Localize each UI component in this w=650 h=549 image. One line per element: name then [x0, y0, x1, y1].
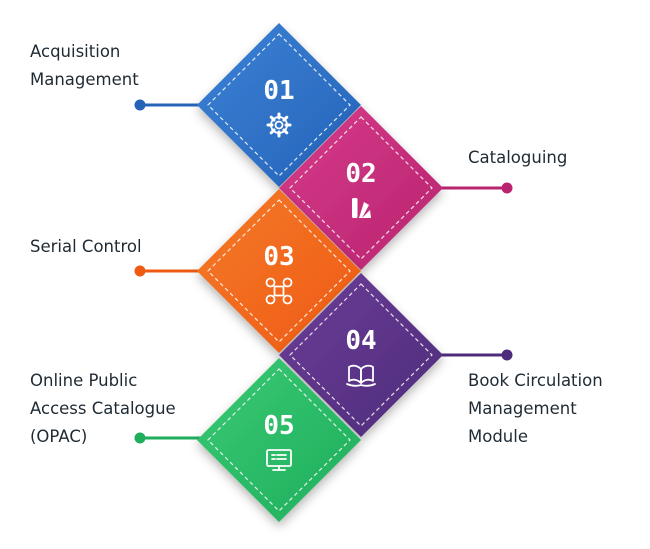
gear-icon — [266, 112, 292, 138]
swatch-icon — [352, 198, 371, 218]
step-diamond-01: 01 — [197, 23, 361, 187]
connector-dot — [501, 349, 513, 361]
connector-01 — [134, 99, 205, 111]
step-number: 02 — [345, 159, 376, 189]
monitor-icon — [266, 449, 292, 471]
connector-dot — [134, 265, 146, 277]
connector-03 — [134, 265, 205, 277]
step-diamond-05: 05 — [197, 358, 361, 522]
step-label-line: Book Circulation — [468, 371, 603, 390]
step-label-line: Serial Control — [30, 237, 142, 256]
step-number: 04 — [345, 326, 376, 356]
connector-05 — [134, 432, 205, 444]
step-number: 01 — [263, 76, 294, 106]
step-number: 05 — [263, 411, 294, 441]
step-label-line: Management — [468, 399, 577, 418]
step-label-line: Access Catalogue — [30, 399, 176, 418]
connector-dot — [134, 432, 146, 444]
command-icon — [265, 277, 293, 305]
step-label-03: Serial Control — [30, 233, 142, 261]
step-label-line: Management — [30, 70, 139, 89]
step-label-line: (OPAC) — [30, 427, 88, 446]
step-label-line: Cataloguing — [468, 148, 568, 167]
step-label-02: Cataloguing — [468, 144, 567, 172]
connector-dot — [134, 99, 146, 111]
step-diamond-02: 02 — [279, 106, 443, 270]
step-label-line: Online Public — [30, 371, 138, 390]
step-number: 03 — [263, 242, 294, 272]
connector-02 — [440, 182, 513, 194]
step-label-line: Acquisition — [30, 42, 121, 61]
connector-04 — [440, 349, 513, 361]
step-diamond-03: 03 — [197, 189, 361, 353]
connector-dot — [501, 182, 513, 194]
step-label-line: Module — [468, 427, 528, 446]
open-book-icon — [346, 364, 376, 387]
step-diamond-04: 04 — [279, 273, 443, 437]
